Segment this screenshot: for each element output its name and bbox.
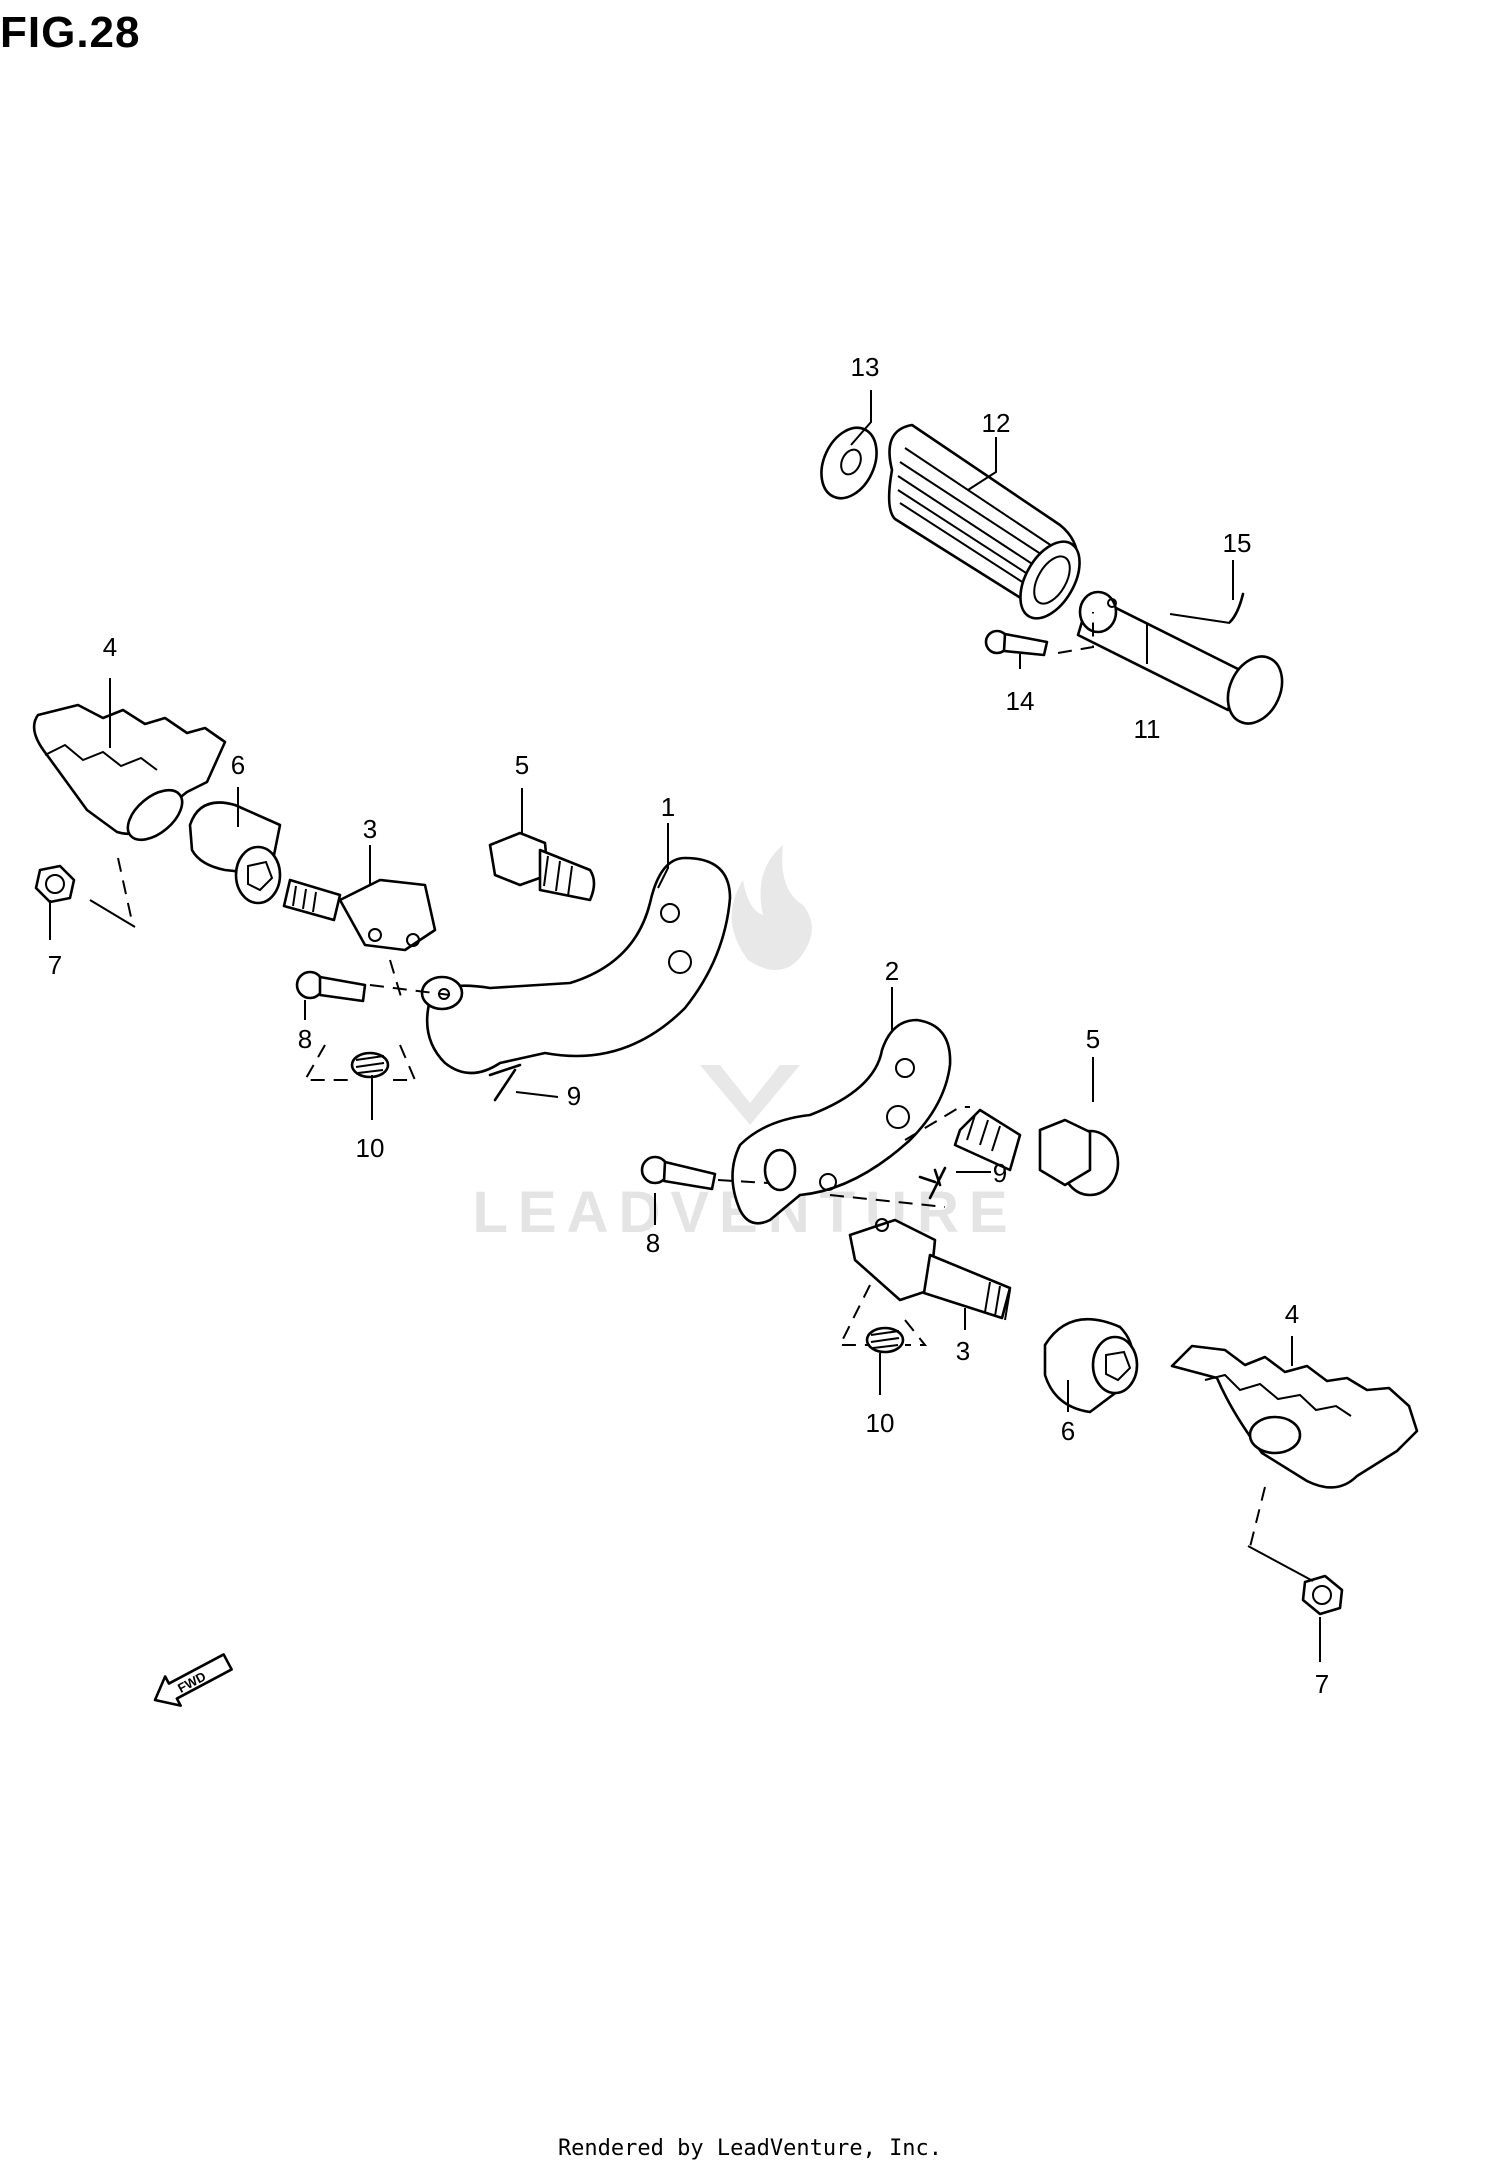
part-7-nut-right[interactable] xyxy=(1301,1574,1344,1616)
part-9-cotter-left[interactable] xyxy=(488,1063,522,1102)
callout-5-left: 5 xyxy=(515,750,529,780)
callout-14: 14 xyxy=(1006,686,1035,716)
callout-4-right: 4 xyxy=(1285,1299,1299,1329)
callout-10-right: 10 xyxy=(866,1408,895,1438)
part-4-footpeg-right[interactable] xyxy=(1170,1344,1419,1489)
part-14-pin[interactable] xyxy=(984,629,1049,657)
callout-1: 1 xyxy=(661,792,675,822)
part-4-footpeg-left[interactable] xyxy=(32,703,227,849)
callout-8-left: 8 xyxy=(298,1024,312,1054)
callout-12: 12 xyxy=(982,408,1011,438)
part-10-spring-right[interactable] xyxy=(865,1326,905,1354)
part-9-cotter-right[interactable] xyxy=(918,1166,947,1200)
part-5-bolt-left[interactable] xyxy=(488,831,596,902)
callout-13: 13 xyxy=(851,352,880,382)
part-10-spring-left[interactable] xyxy=(350,1051,390,1079)
part-3-pin-left[interactable] xyxy=(282,878,437,952)
callout-7-right: 7 xyxy=(1315,1669,1329,1699)
callout-2: 2 xyxy=(885,956,899,986)
part-6-bushing-left[interactable] xyxy=(188,801,282,905)
part-3-pin-right[interactable] xyxy=(848,1218,1012,1321)
callout-4-left: 4 xyxy=(103,632,117,662)
callout-10-left: 10 xyxy=(356,1133,385,1163)
footer-credit: Rendered by LeadVenture, Inc. xyxy=(557,2136,943,2161)
fwd-arrow-icon: FWD xyxy=(153,1653,233,1707)
part-13-washer[interactable] xyxy=(811,419,888,507)
callout-11: 11 xyxy=(1134,714,1161,744)
callout-15: 15 xyxy=(1223,528,1252,558)
part-5-bolt-right[interactable] xyxy=(953,1108,1120,1197)
part-7-nut-left[interactable] xyxy=(34,864,76,904)
callout-7-left: 7 xyxy=(48,950,62,980)
part-8-pin-right[interactable] xyxy=(640,1155,717,1191)
part-15-cotter[interactable] xyxy=(1228,592,1245,624)
part-2-bracket[interactable] xyxy=(731,1018,952,1225)
part-11-footrest[interactable] xyxy=(1076,590,1292,732)
figure-title: FIG.28 xyxy=(0,8,141,57)
callout-3-left: 3 xyxy=(363,814,377,844)
part-6-bushing-right[interactable] xyxy=(1043,1318,1139,1414)
part-12-rubber[interactable] xyxy=(887,423,1092,628)
callout-9-left: 9 xyxy=(567,1081,581,1111)
callout-5-right: 5 xyxy=(1086,1024,1100,1054)
part-8-pin-left[interactable] xyxy=(295,970,367,1003)
callout-3-right: 3 xyxy=(956,1336,970,1366)
callout-8-right: 8 xyxy=(646,1228,660,1258)
callout-9-right: 9 xyxy=(993,1158,1007,1188)
leadventure-logo-icon xyxy=(731,845,812,970)
callout-6-left: 6 xyxy=(231,750,245,780)
callout-6-right: 6 xyxy=(1061,1416,1075,1446)
